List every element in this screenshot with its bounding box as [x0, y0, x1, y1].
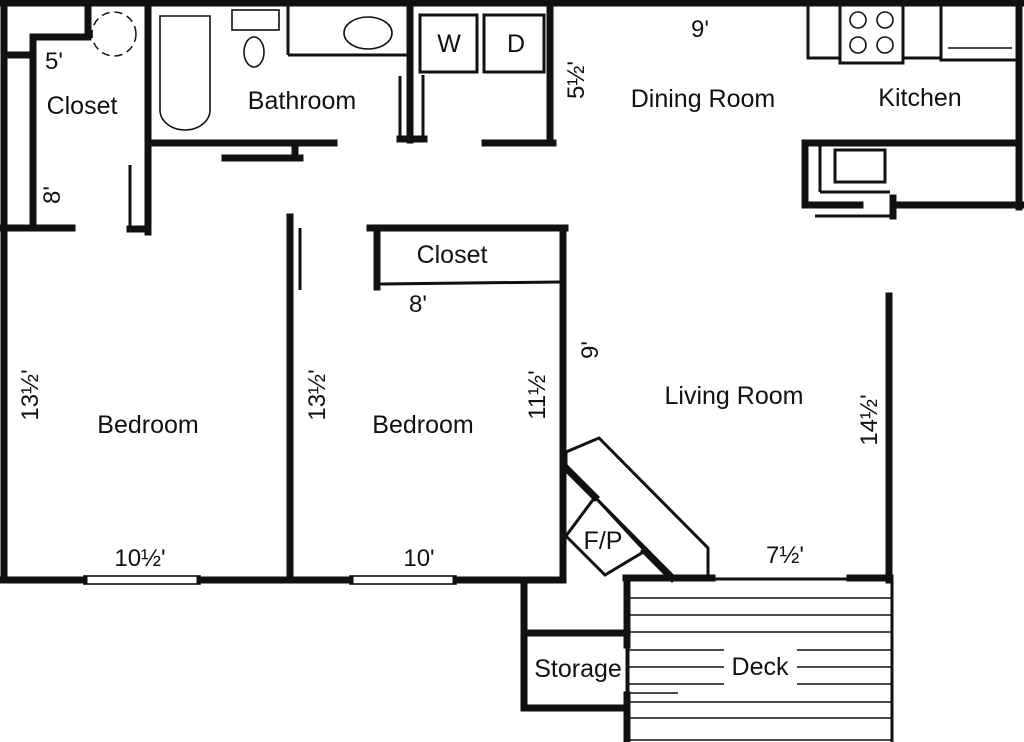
- deck: [626, 578, 894, 742]
- dim-bedroom2-depth: 13½': [304, 369, 331, 420]
- label-bedroom-2: Bedroom: [372, 411, 473, 439]
- refrigerator: [939, 0, 1021, 62]
- dim-closet1-width: 5': [45, 48, 63, 75]
- label-closet-1: Closet: [47, 92, 118, 120]
- dim-closet2-width: 8': [409, 291, 427, 318]
- dim-bedroom1-width: 10½': [114, 545, 165, 572]
- dim-dining: 9': [691, 16, 709, 43]
- bathtub: [159, 15, 211, 131]
- room-labels: Closet Bathroom W D Dining Room Kitchen …: [47, 30, 962, 683]
- label-bedroom-1: Bedroom: [97, 411, 198, 439]
- label-living-room: Living Room: [665, 382, 804, 410]
- dim-bedroom1-depth: 13½': [17, 369, 44, 420]
- stove: [838, 0, 905, 65]
- window: [349, 575, 457, 585]
- dim-bedroom2-side: 11½': [524, 370, 551, 420]
- washer: [418, 13, 479, 74]
- label-storage: Storage: [534, 655, 622, 683]
- dim-living-depth: 14½': [856, 394, 883, 445]
- fixtures: [91, 9, 546, 131]
- water-heater: [91, 11, 137, 57]
- toilet-bowl: [243, 36, 265, 68]
- dim-living-width: 9': [577, 341, 604, 359]
- dimension-labels: 5' 8' 5½' 9' 8' 9' 13½' 10½' 13½' 11½' 1…: [17, 16, 883, 572]
- toilet-tank: [231, 9, 280, 31]
- label-dining-room: Dining Room: [631, 85, 776, 113]
- label-washer: W: [437, 30, 461, 58]
- sink: [343, 16, 393, 50]
- dim-bedroom2-width: 10': [403, 545, 434, 572]
- dim-closet1-depth: 8': [39, 186, 66, 204]
- label-closet-2: Closet: [417, 241, 488, 269]
- dim-deck-door: 7½': [766, 542, 804, 569]
- label-bathroom: Bathroom: [248, 87, 356, 115]
- dim-laundry: 5½': [563, 61, 590, 99]
- window: [83, 575, 201, 585]
- label-dryer: D: [507, 30, 525, 58]
- label-deck: Deck: [732, 653, 789, 681]
- label-fireplace: F/P: [584, 527, 623, 555]
- dryer: [482, 13, 546, 74]
- label-kitchen: Kitchen: [878, 84, 961, 112]
